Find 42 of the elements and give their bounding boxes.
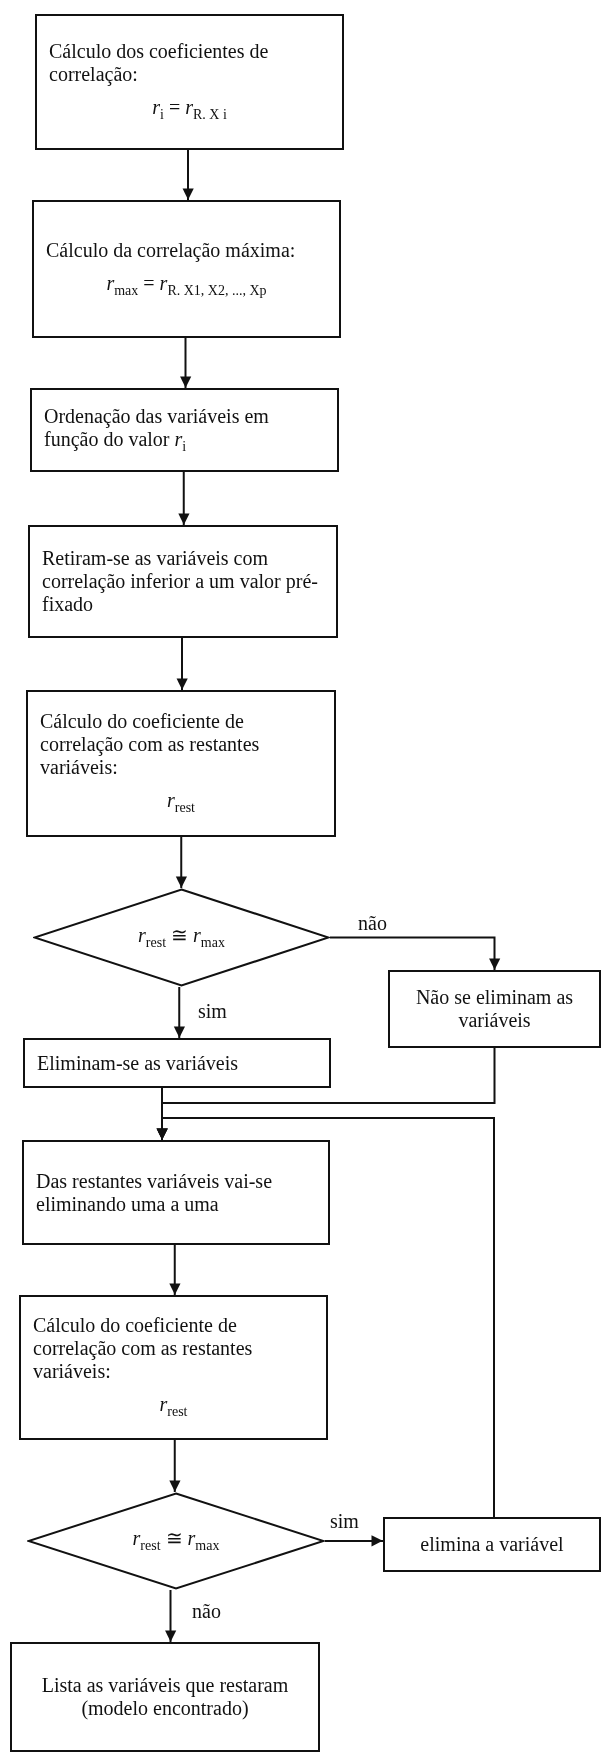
process-box	[388, 970, 601, 1048]
step-text: Cálculo do coeficiente de correlação com as restantes variáveis:	[33, 1314, 254, 1384]
step-text: Cálculo dos coeficientes de correlação:	[49, 40, 270, 87]
formula: r$_{rest}$ ≅ r$_{max}$	[138, 923, 225, 952]
process-box	[22, 1140, 330, 1245]
arrow	[175, 836, 187, 889]
formula: r$_{rest}$	[166, 789, 196, 817]
process-box	[35, 14, 344, 150]
arrow	[182, 149, 194, 201]
process-box	[19, 1295, 328, 1440]
arrow	[324, 1535, 384, 1547]
process-box	[383, 1517, 601, 1572]
process-box	[10, 1642, 320, 1752]
arrow	[169, 1244, 181, 1296]
process-box	[30, 388, 339, 472]
formula: r$_{i}$ = r$_{R. X i}$	[151, 96, 228, 124]
step-text: Das restantes variáveis vai-se eliminando uma a uma	[36, 1169, 273, 1216]
step-text: elimina a variável	[419, 1533, 565, 1556]
formula: r$_{max}$ = r$_{R. X1, X2, ..., Xp}$	[105, 271, 268, 300]
arrow	[165, 1589, 177, 1643]
process-box	[28, 525, 338, 638]
formula: r$_{rest}$	[158, 1393, 189, 1421]
arrow	[173, 986, 185, 1039]
step-text: Cálculo da correlação máxima:	[46, 238, 297, 262]
step-text: Retiram-se as variáveis com correlação inferior a um valor pré-fixado	[42, 547, 319, 616]
step-text: Não se eliminam as variáveis	[414, 986, 575, 1032]
arrow	[180, 337, 192, 389]
step-text: Eliminam-se as variáveis	[37, 1051, 240, 1075]
process-box	[26, 690, 336, 837]
step-text: Lista as variáveis que restaram (modelo encontrado)	[40, 1674, 290, 1720]
decision-diamond	[27, 1492, 325, 1590]
formula: r$_{rest}$ ≅ r$_{max}$	[132, 1527, 220, 1555]
step-text: Cálculo do coeficiente de correlação com as restantes variáveis:	[40, 710, 261, 780]
process-box	[32, 200, 341, 338]
decision-diamond	[33, 888, 330, 987]
arrow	[178, 471, 190, 526]
arrow	[176, 637, 188, 691]
arrow	[156, 1117, 495, 1518]
step-text: Ordenação das variáveis em função do valor r$_{i}$	[44, 404, 270, 456]
arrow	[329, 936, 501, 971]
arrow	[169, 1439, 181, 1493]
process-box	[23, 1038, 331, 1088]
